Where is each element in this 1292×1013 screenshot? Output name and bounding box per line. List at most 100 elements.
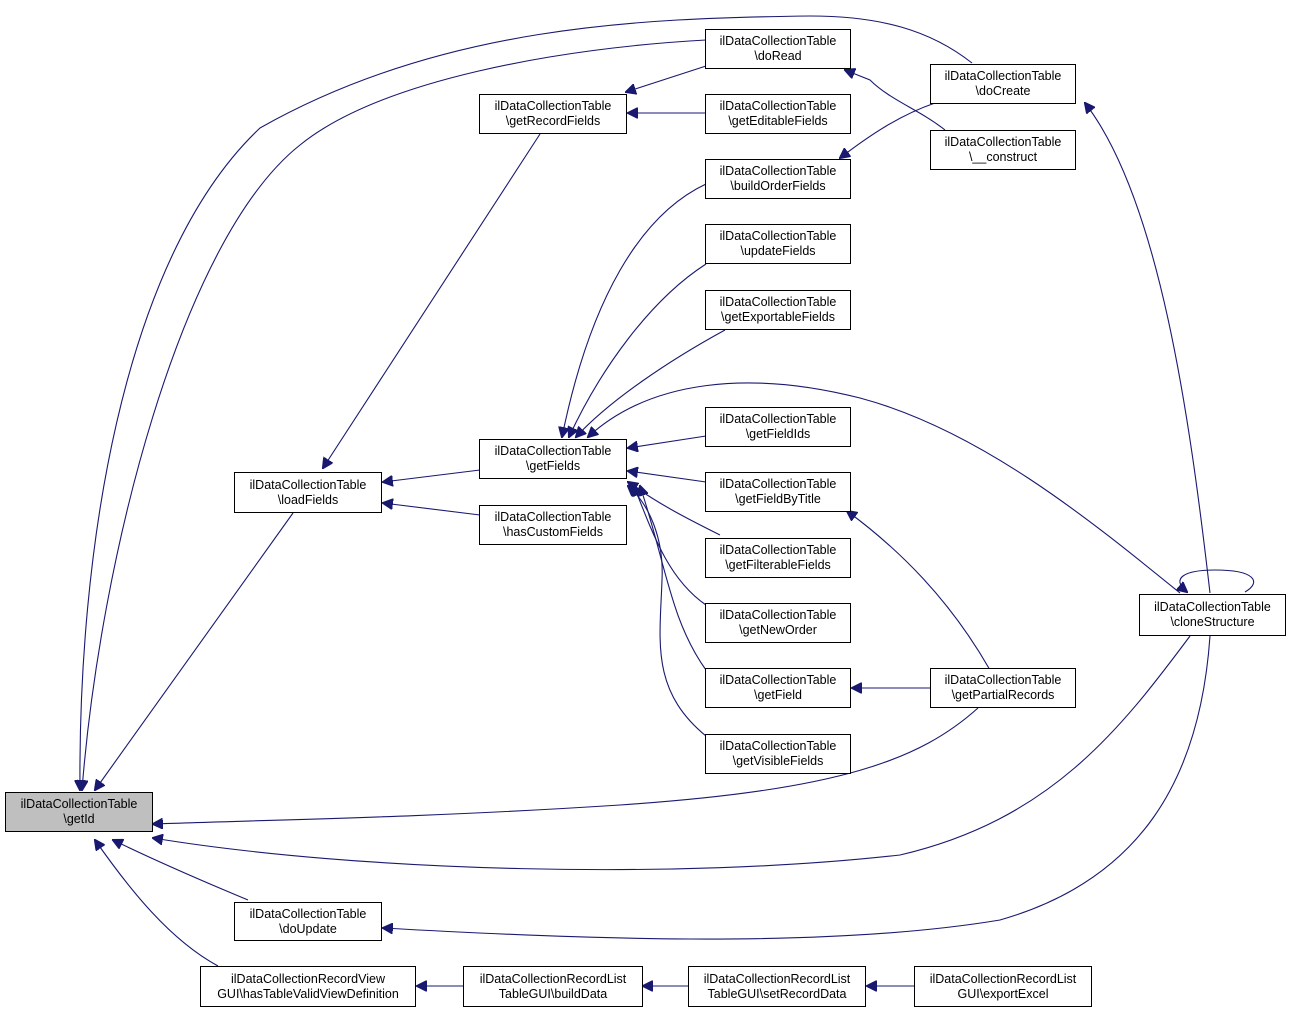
node-geteditablefields-method: \getEditableFields: [728, 114, 828, 128]
node-getfilterablefields-method: \getFilterableFields: [725, 558, 831, 572]
node-getfield-method: \getField: [754, 688, 802, 702]
node-getfields-method: \getFields: [525, 459, 581, 473]
edge-updatefields-to-getfields: [569, 263, 707, 437]
node-builddata-class: ilDataCollectionRecordList: [479, 971, 627, 986]
node-getrecordfields-method: \getRecordFields: [505, 114, 601, 128]
node-getexportablefields-class: ilDataCollectionTable: [719, 295, 837, 309]
node-getexportablefields-method: \getExportableFields: [721, 310, 835, 324]
node-getfilterablefields[interactable]: ilDataCollectionTable \getFilterableFiel…: [705, 538, 851, 578]
node-getfieldids[interactable]: ilDataCollectionTable \getFieldIds: [705, 407, 851, 447]
node-getfield-class: ilDataCollectionTable: [719, 673, 837, 687]
node-getneworder-class: ilDataCollectionTable: [719, 608, 837, 622]
node-updatefields[interactable]: ilDataCollectionTable \updateFields: [705, 224, 851, 264]
node-getvisiblefields[interactable]: ilDataCollectionTable \getVisibleFields: [705, 734, 851, 774]
node-docreate-method: \doCreate: [975, 84, 1031, 98]
node-doupdate-method: \doUpdate: [279, 921, 337, 936]
edge-getneworder-to-getfields: [634, 486, 707, 606]
edge-docreate-to-getid: [80, 15, 973, 790]
edge-getfieldids-to-getfields: [628, 435, 707, 448]
node-loadfields-method: \loadFields: [277, 492, 339, 507]
node-getid-method: \getId: [63, 812, 95, 826]
edge-doread-to-getid: [82, 39, 707, 790]
edge-hasvalidview-to-getid: [95, 840, 219, 967]
edge-getfieldbytitle-to-getfields: [628, 471, 707, 483]
node-getfields[interactable]: ilDataCollectionTable \getFields: [479, 439, 627, 479]
node-hascustomfields[interactable]: ilDataCollectionTable \hasCustomFields: [479, 505, 627, 545]
edge-doread-to-getrecordfields: [626, 65, 707, 92]
node-getfields-class: ilDataCollectionTable: [494, 444, 612, 458]
node-doread-class: ilDataCollectionTable: [719, 34, 837, 48]
node-getfilterablefields-class: ilDataCollectionTable: [719, 543, 837, 557]
node-doread-method: \doRead: [754, 49, 802, 63]
node-doupdate-class: ilDataCollectionTable: [249, 906, 367, 921]
node-buildorderfields[interactable]: ilDataCollectionTable \buildOrderFields: [705, 159, 851, 199]
node-hasvalidview-class: ilDataCollectionRecordView: [230, 971, 385, 986]
edge-partialrecords-to-getid: [153, 707, 979, 824]
node-hasvalidview-method: GUI\hasTableValidViewDefinition: [217, 986, 399, 1001]
node-getvisiblefields-method: \getVisibleFields: [732, 754, 824, 768]
edge-hascustomfields-to-loadfields: [383, 503, 481, 516]
edge-getfields-to-loadfields: [383, 469, 481, 482]
edge-clonestructure-to-getfields: [588, 382, 1181, 594]
node-getfieldids-method: \getFieldIds: [745, 427, 811, 441]
node-getpartialrecords-class: ilDataCollectionTable: [944, 673, 1062, 687]
node-clonestructure[interactable]: ilDataCollectionTable \cloneStructure: [1139, 594, 1286, 636]
node-getfieldbytitle-class: ilDataCollectionTable: [719, 477, 837, 491]
node-setrecorddata[interactable]: ilDataCollectionRecordList TableGUI\setR…: [688, 966, 866, 1007]
node-geteditablefields-class: ilDataCollectionTable: [719, 99, 837, 113]
node-loadfields[interactable]: ilDataCollectionTable \loadFields: [234, 472, 382, 513]
node-docreate[interactable]: ilDataCollectionTable \doCreate: [930, 64, 1076, 104]
node-getvisiblefields-class: ilDataCollectionTable: [719, 739, 837, 753]
node-exportexcel[interactable]: ilDataCollectionRecordList GUI\exportExc…: [914, 966, 1092, 1007]
node-buildorderfields-class: ilDataCollectionTable: [719, 164, 837, 178]
node-buildorderfields-method: \buildOrderFields: [730, 179, 826, 193]
node-geteditablefields[interactable]: ilDataCollectionTable \getEditableFields: [705, 94, 851, 134]
edge-docreate-to-buildorder: [840, 102, 936, 158]
edge-getrecordfields-to-loadfields: [323, 133, 541, 468]
edge-clonestructure-to-doupdate: [383, 635, 1211, 940]
node-doupdate[interactable]: ilDataCollectionTable \doUpdate: [234, 902, 382, 941]
edge-loadfields-to-getid: [95, 512, 294, 790]
node-construct-class: ilDataCollectionTable: [944, 135, 1062, 149]
edge-getvisible-to-getfields: [628, 486, 707, 737]
edge-doupdate-to-getid: [113, 840, 249, 901]
node-clonestructure-class: ilDataCollectionTable: [1154, 600, 1271, 614]
node-setrecorddata-class: ilDataCollectionRecordList: [703, 971, 851, 986]
edge-clonestructure-to-docreate: [1085, 103, 1211, 594]
node-construct[interactable]: ilDataCollectionTable \__construct: [930, 130, 1076, 170]
node-getid: ilDataCollectionTable \getId: [5, 792, 153, 832]
node-docreate-class: ilDataCollectionTable: [944, 69, 1062, 83]
edge-buildorder-to-getfields: [562, 183, 707, 437]
edge-getfield-to-getfields: [640, 486, 707, 671]
edge-partialrecords-to-getfieldbytitle: [847, 511, 991, 671]
edge-getexportable-to-getfields: [576, 329, 726, 437]
node-construct-method: \__construct: [968, 150, 1038, 164]
node-doread[interactable]: ilDataCollectionTable \doRead: [705, 29, 851, 69]
node-getexportablefields[interactable]: ilDataCollectionTable \getExportableFiel…: [705, 290, 851, 330]
node-builddata-method: TableGUI\buildData: [498, 986, 608, 1001]
node-getrecordfields[interactable]: ilDataCollectionTable \getRecordFields: [479, 94, 627, 134]
node-getpartialrecords-method: \getPartialRecords: [951, 688, 1055, 702]
edge-clonestructure-self-loop: [1180, 569, 1255, 592]
node-setrecorddata-method: TableGUI\setRecordData: [707, 986, 847, 1001]
edge-construct-to-doread: [845, 70, 946, 131]
node-updatefields-method: \updateFields: [740, 244, 816, 258]
node-hascustomfields-class: ilDataCollectionTable: [494, 510, 612, 524]
node-getfieldids-class: ilDataCollectionTable: [719, 412, 837, 426]
edge-clonestructure-to-getid: [153, 635, 1191, 871]
node-getfieldbytitle-method: \getFieldByTitle: [735, 492, 821, 506]
node-exportexcel-method: GUI\exportExcel: [957, 986, 1049, 1001]
node-hasvalidview[interactable]: ilDataCollectionRecordView GUI\hasTableV…: [200, 966, 416, 1007]
node-getfieldbytitle[interactable]: ilDataCollectionTable \getFieldByTitle: [705, 472, 851, 512]
node-hascustomfields-method: \hasCustomFields: [502, 525, 604, 539]
node-getneworder[interactable]: ilDataCollectionTable \getNewOrder: [705, 603, 851, 643]
node-loadfields-class: ilDataCollectionTable: [249, 477, 367, 492]
node-getneworder-method: \getNewOrder: [739, 623, 817, 637]
node-getfield[interactable]: ilDataCollectionTable \getField: [705, 668, 851, 708]
node-exportexcel-class: ilDataCollectionRecordList: [929, 971, 1077, 986]
node-getrecordfields-class: ilDataCollectionTable: [494, 99, 612, 113]
node-getpartialrecords[interactable]: ilDataCollectionTable \getPartialRecords: [930, 668, 1076, 708]
node-builddata[interactable]: ilDataCollectionRecordList TableGUI\buil…: [463, 966, 643, 1007]
